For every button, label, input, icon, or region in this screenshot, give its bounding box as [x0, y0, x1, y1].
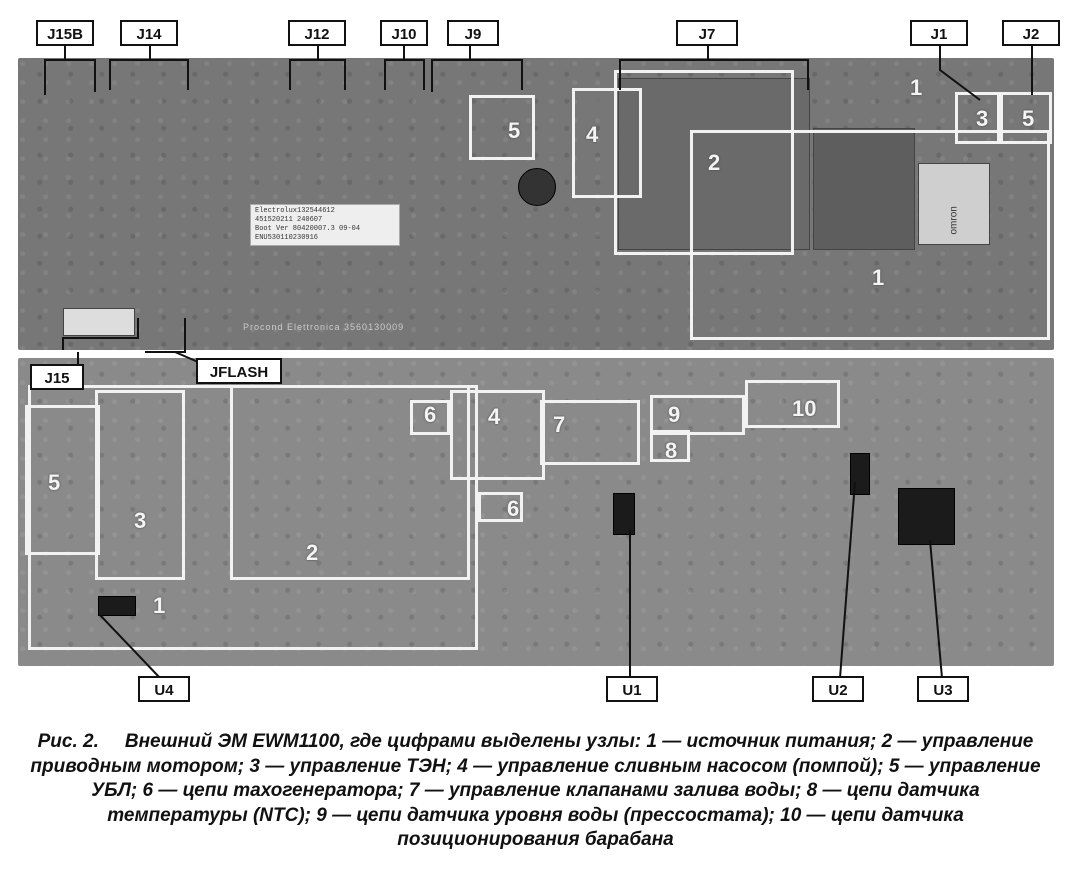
zone-outline — [650, 395, 745, 435]
chip-u1 — [613, 493, 635, 535]
callout-j15: J15 — [30, 364, 84, 390]
zone-number: 4 — [586, 122, 599, 147]
zone-number: 1 — [153, 593, 166, 618]
callout-u4: U4 — [138, 676, 190, 702]
zone-outline — [614, 70, 794, 255]
zone-number: 6 — [424, 402, 437, 427]
chip-u3 — [898, 488, 955, 545]
zone-number: 8 — [665, 438, 678, 463]
caption-text: Внешний ЭМ EWM1100, где цифрами выделены… — [30, 731, 1041, 850]
callout-u3: U3 — [917, 676, 969, 702]
zone-outline — [745, 380, 840, 428]
zone-outline — [650, 430, 690, 462]
callout-j7: J7 — [676, 20, 738, 46]
pcb-figure: omron Electrolux132544612 451520211 2406… — [18, 20, 1060, 702]
zone-number: 3 — [976, 106, 989, 131]
transformer — [813, 128, 915, 250]
zone-number: 9 — [668, 402, 681, 427]
callout-u2: U2 — [812, 676, 864, 702]
zone-number: 10 — [792, 396, 817, 421]
zone-number: 2 — [708, 150, 721, 175]
callout-jflash: JFLASH — [196, 358, 282, 384]
zone-outline — [540, 400, 640, 465]
zone-outline — [690, 130, 1050, 340]
zone-number: 1 — [910, 75, 923, 100]
callout-j15b: J15B — [36, 20, 94, 46]
zone-number: 1 — [872, 265, 885, 290]
serial-sticker: Electrolux132544612 451520211 240607 Boo… — [250, 204, 400, 246]
zone-number: 3 — [134, 508, 147, 533]
zone-number: 5 — [508, 118, 521, 143]
callout-j9: J9 — [447, 20, 499, 46]
zone-outline — [572, 88, 642, 198]
zone-outline — [95, 390, 185, 580]
zone-number: 4 — [488, 404, 501, 429]
omron-relay: omron — [918, 163, 990, 245]
zone-number: 5 — [1022, 106, 1035, 131]
zone-number: 2 — [306, 540, 319, 565]
zone-outline — [478, 492, 523, 522]
zone-outline — [469, 95, 535, 160]
zone-outline — [1000, 92, 1052, 144]
connector-j15 — [63, 308, 135, 336]
zone-outline — [230, 385, 470, 580]
callout-j10: J10 — [380, 20, 428, 46]
callout-j12: J12 — [288, 20, 346, 46]
figure-caption: Рис. 2.Внешний ЭМ EWM1100, где цифрами в… — [20, 730, 1051, 853]
figure-label: Рис. 2. — [37, 731, 99, 752]
zone-outline — [450, 390, 545, 480]
callout-j2: J2 — [1002, 20, 1060, 46]
zone-outline — [410, 400, 450, 435]
zone-outline — [955, 92, 1000, 144]
zone-number: 6 — [507, 496, 520, 521]
callout-u1: U1 — [606, 676, 658, 702]
callout-j1: J1 — [910, 20, 968, 46]
leader-lines — [44, 45, 1033, 679]
zone-number: 7 — [553, 412, 566, 437]
zone-outline — [25, 405, 100, 555]
chip-u4 — [98, 596, 136, 616]
potentiometer — [518, 168, 556, 206]
zone-number: 5 — [48, 470, 61, 495]
silkscreen-text: Procond Elettronica 3560130009 — [243, 322, 405, 332]
callout-j14: J14 — [120, 20, 178, 46]
relay-block — [618, 78, 810, 250]
pcb-top-board: omron Electrolux132544612 451520211 2406… — [18, 58, 1054, 350]
pcb-bottom-board — [18, 358, 1054, 666]
